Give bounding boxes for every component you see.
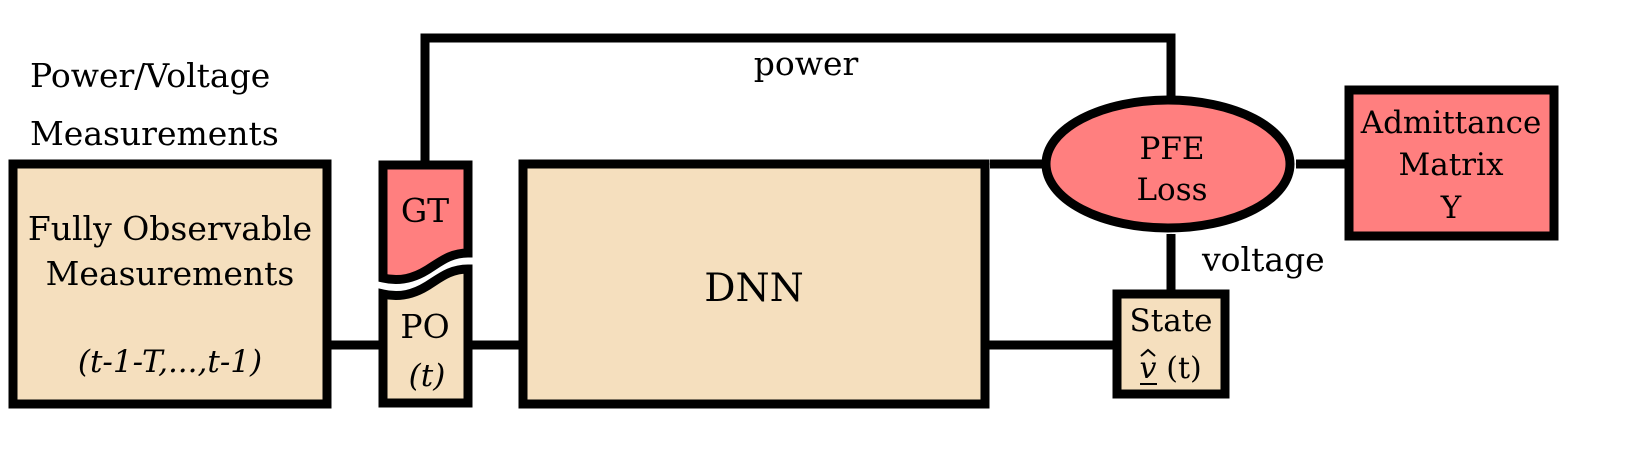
fully-observable-window: (t-1-T,...,t-1) [78, 344, 262, 380]
header-line-1: Power/Voltage [30, 56, 270, 95]
state-block: State v (t) [1112, 289, 1230, 399]
state-box [1112, 289, 1230, 399]
po-box [378, 264, 473, 408]
admittance-line-2: Matrix [1399, 147, 1504, 183]
dnn-box [518, 159, 990, 409]
edge-label-power: power [754, 44, 859, 83]
gt-block: GT [378, 160, 473, 285]
state-arg: (t) [1166, 351, 1201, 386]
dnn-block: DNN [518, 159, 990, 409]
pfe-loss-line-2: Loss [1136, 172, 1207, 208]
fully-observable-line-2: Measurements [46, 254, 295, 293]
state-symbol: v [1140, 351, 1157, 386]
po-block: PO (t) [378, 264, 473, 408]
gt-label: GT [401, 191, 449, 230]
hat-icon [1140, 348, 1156, 357]
admittance-block: Admittance Matrix Y [1344, 85, 1559, 241]
edge-gt-to-pfe [420, 33, 1176, 161]
header-line-2: Measurements [30, 114, 279, 153]
admittance-box [1344, 85, 1559, 241]
po-line-1: PO [400, 307, 449, 346]
pfe-loss-node: PFE Loss [1041, 95, 1295, 233]
fully-observable-line-1: Fully Observable [28, 209, 312, 248]
edge-label-voltage: voltage [1201, 240, 1325, 279]
fully-observable-box [8, 159, 332, 409]
gt-box [378, 160, 473, 285]
admittance-line-1: Admittance [1360, 105, 1542, 141]
admittance-line-3: Y [1440, 190, 1462, 226]
po-line-2: (t) [409, 358, 446, 394]
pfe-loss-line-1: PFE [1140, 131, 1205, 167]
dnn-label: DNN [704, 266, 804, 311]
edges [327, 33, 1345, 350]
fully-observable-block: Fully Observable Measurements (t-1-T,...… [8, 159, 332, 409]
state-line-1: State [1130, 303, 1213, 339]
